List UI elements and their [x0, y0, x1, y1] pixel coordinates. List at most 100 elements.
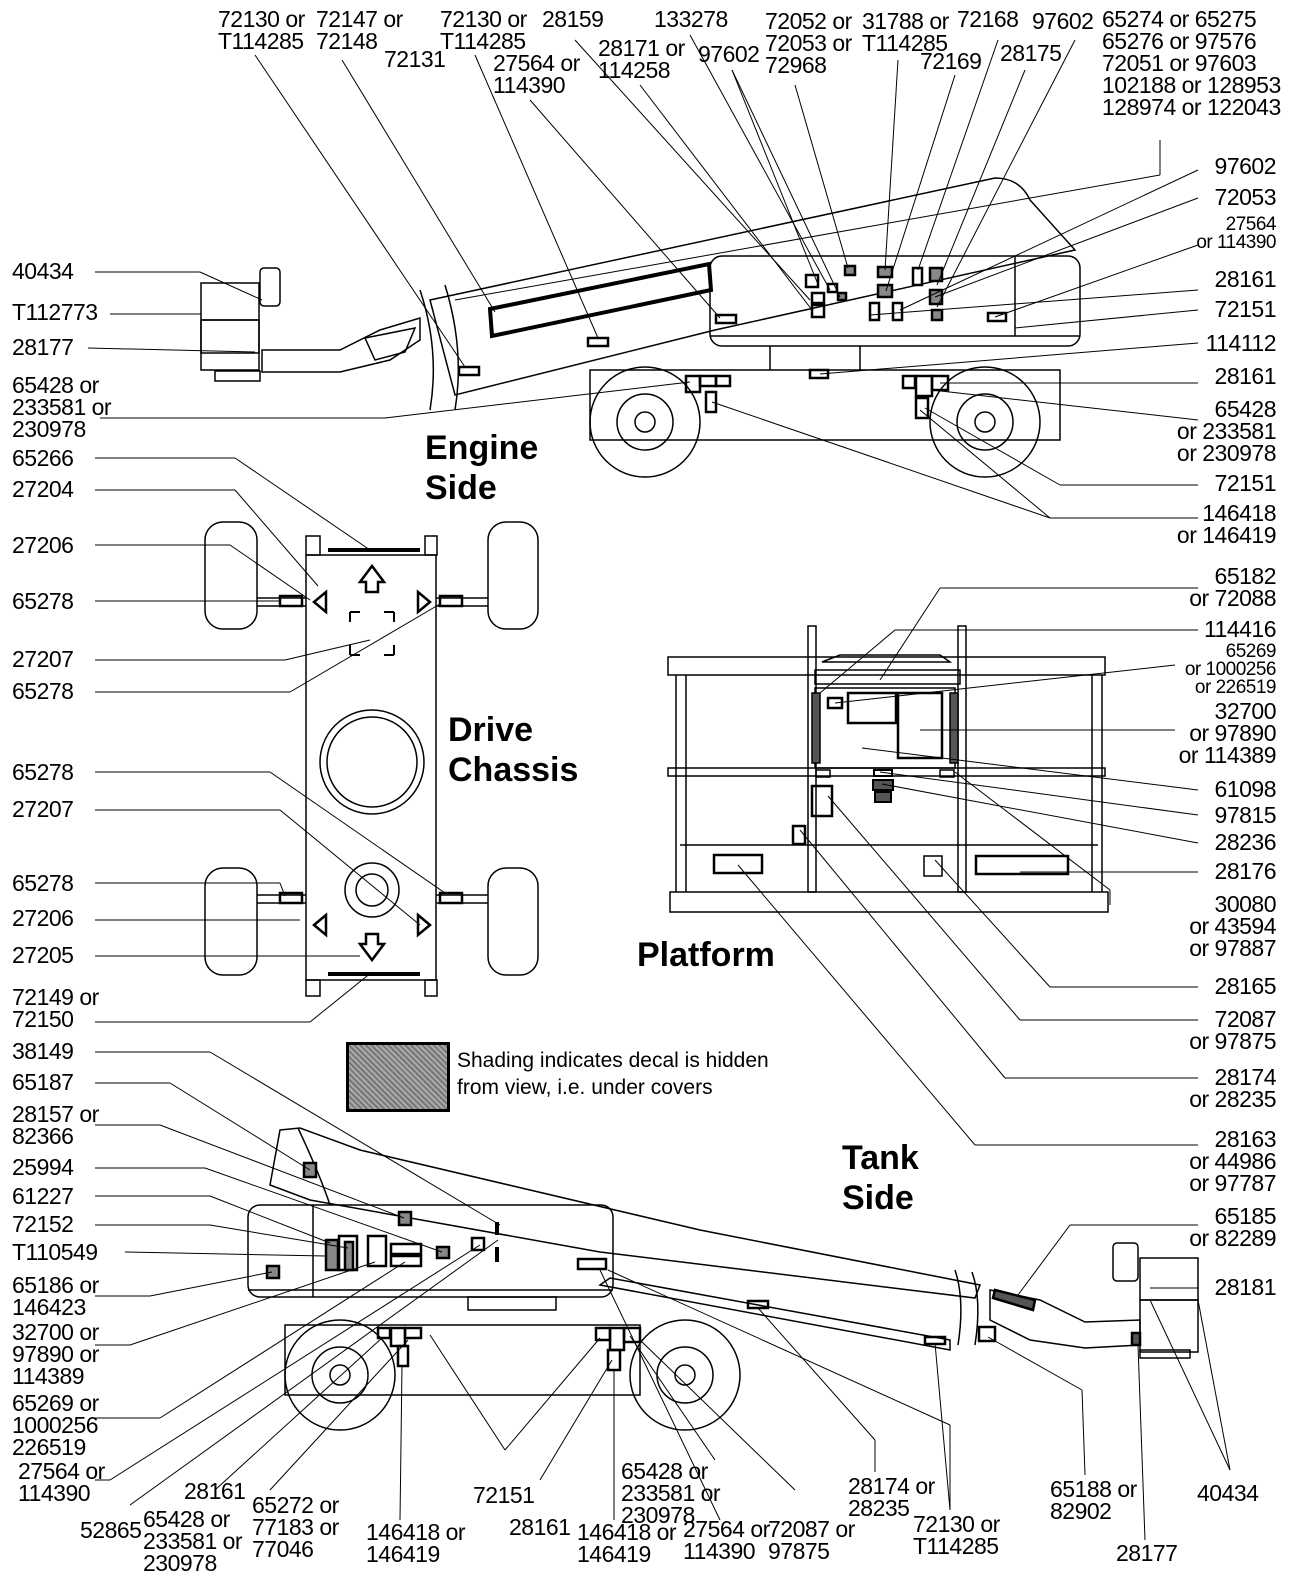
label-line: 72151: [1214, 470, 1277, 496]
label-line: 27204: [12, 476, 74, 502]
label-line: or 226519: [1194, 677, 1277, 698]
label-line: 28177: [1116, 1540, 1178, 1566]
label-line: 114416: [1203, 616, 1277, 642]
engine-side-title: Engine Side: [425, 428, 538, 508]
label-line: 1000256: [12, 1412, 99, 1438]
label-line: 61098: [1214, 776, 1277, 802]
tank-side-title-line-2: Side: [842, 1179, 914, 1217]
engine-right-label-1: 97602: [1215, 155, 1277, 178]
label-line: 146418 or: [366, 1519, 466, 1545]
label-line: 27564 or: [493, 50, 580, 76]
label-line: 52865: [80, 1517, 142, 1543]
label-line: 72130 or: [913, 1511, 1000, 1537]
label-line: T114285: [440, 28, 526, 54]
label-line: 72053: [1214, 184, 1277, 210]
drive-chassis: [204, 521, 539, 997]
label-line: 72148: [316, 28, 378, 54]
tank-bottom-label-16: 40434: [1197, 1480, 1259, 1506]
engine-top-label-15: 97602: [1032, 10, 1094, 33]
label-line: 28165: [1214, 973, 1277, 999]
label-line: 72087 or: [768, 1516, 855, 1542]
label-line: 27207: [12, 646, 74, 672]
label-line: 65278: [12, 759, 74, 785]
label-line: 30080: [1214, 891, 1277, 917]
label-line: or 97875: [1189, 1028, 1276, 1054]
label-line: 114112: [1205, 330, 1277, 356]
label-line: or 114390: [1196, 232, 1276, 253]
engine-left-label-2: T112773: [12, 299, 98, 325]
label-line: 102188 or 128953: [1102, 72, 1281, 98]
label-line: T114285: [862, 30, 948, 56]
platform-label-2: 114416: [1203, 616, 1277, 642]
label-line: 72150: [12, 1006, 74, 1032]
label-line: 72968: [765, 52, 827, 78]
engine-right-label-6: 114112: [1205, 330, 1277, 356]
tank-left-label-5: 61227: [12, 1183, 74, 1209]
engine-top-label-12: 72169: [920, 50, 982, 73]
label-line: 28175: [1000, 40, 1062, 66]
label-line: or 43594: [1189, 913, 1276, 939]
label-line: or 146419: [1176, 522, 1277, 548]
platform-label-5: 61098: [1214, 776, 1277, 802]
label-line: 28161: [1214, 266, 1277, 292]
label-line: 61227: [12, 1183, 74, 1209]
label-line: T114285: [913, 1533, 999, 1559]
label-line: 28159: [542, 6, 604, 32]
label-line: 28176: [1214, 858, 1277, 884]
chassis-left-label-1: 65266: [12, 447, 74, 470]
label-line: 65269 or: [12, 1390, 99, 1416]
label-line: 28161: [1214, 363, 1277, 389]
label-line: 72053 or: [765, 30, 852, 56]
label-line: 65182: [1214, 563, 1277, 589]
platform-leaders: [737, 587, 1199, 1146]
drive-chassis-leaders: [95, 457, 446, 1023]
platform-label-10: 28165: [1214, 973, 1277, 999]
label-line: 97815: [1214, 802, 1277, 828]
engine-right-label-5: 72151: [1214, 296, 1277, 322]
engine-side-title-line-1: Engine: [425, 429, 539, 467]
label-line: 146418: [1202, 500, 1276, 526]
engine-top-label-5: 28159: [542, 6, 604, 32]
label-line: or 233581: [1176, 418, 1277, 444]
label-line: 114390: [18, 1480, 91, 1506]
tank-side-leaders: [95, 1051, 1231, 1541]
label-line: 65269: [1225, 641, 1277, 662]
tank-left-label-1: 38149: [12, 1040, 74, 1063]
label-line: 28177: [12, 334, 74, 360]
engine-top-label-14: 28175: [1000, 40, 1062, 66]
label-line: T112773: [12, 299, 98, 325]
legend-line-2: from view, i.e. under covers: [457, 1076, 713, 1099]
engine-top-label-8: 133278: [654, 8, 728, 31]
label-line: or 97887: [1189, 935, 1276, 961]
label-line: 77183 or: [252, 1514, 339, 1540]
label-line: 65274 or 65275: [1102, 6, 1257, 32]
label-line: 72130 or: [218, 6, 305, 32]
label-line: T110549: [12, 1239, 98, 1265]
drive-chassis-title-line-2: Chassis: [448, 751, 579, 789]
label-line: 233581 or: [12, 394, 112, 420]
label-line: 72151: [1214, 296, 1277, 322]
label-line: 27564 or: [18, 1458, 105, 1484]
engine-side-leaders: [87, 34, 1199, 519]
platform-label-8: 28176: [1214, 858, 1277, 884]
legend-line-1: Shading indicates decal is hidden: [457, 1049, 769, 1072]
label-line: 40434: [1197, 1480, 1259, 1506]
chassis-left-label-2: 27204: [12, 476, 74, 502]
label-line: 114389: [12, 1363, 85, 1389]
